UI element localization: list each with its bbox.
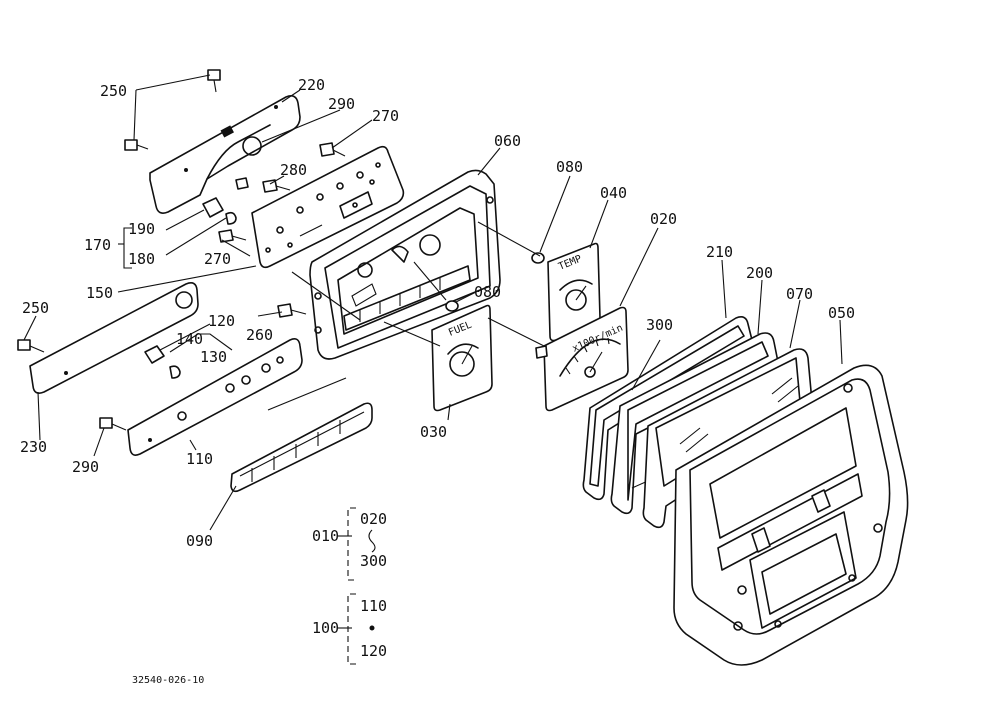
screw-280 xyxy=(262,179,291,193)
label-300: 300 xyxy=(646,316,673,334)
assembly-guides xyxy=(267,221,545,411)
part-labels: 250 220 290 270 060 080 040 020 210 200 … xyxy=(20,76,855,550)
label-100: 100 xyxy=(312,619,339,637)
screw-270-top xyxy=(319,142,346,157)
label-200: 200 xyxy=(746,264,773,282)
label-280: 280 xyxy=(280,161,307,179)
label-110-range: 110 xyxy=(360,597,387,615)
label-020-range: 020 xyxy=(360,510,387,528)
screw-290-mid xyxy=(235,177,249,190)
label-070: 070 xyxy=(786,285,813,303)
front-bezel-050 xyxy=(673,364,909,666)
label-120-range: 120 xyxy=(360,642,387,660)
label-120: 120 xyxy=(208,312,235,330)
label-090: 090 xyxy=(186,532,213,550)
screw-270-left xyxy=(218,229,247,243)
label-050: 050 xyxy=(828,304,855,322)
label-260: 260 xyxy=(246,326,273,344)
circuit-plate-150 xyxy=(251,145,405,269)
screw-250-left xyxy=(17,339,45,353)
fuel-gauge-030: FUEL xyxy=(431,304,493,412)
label-250-left: 250 xyxy=(22,299,49,317)
label-210: 210 xyxy=(706,243,733,261)
label-290-top: 290 xyxy=(328,95,355,113)
bulb-socket-190 xyxy=(202,197,237,225)
label-220: 220 xyxy=(298,76,325,94)
label-270-top: 270 xyxy=(372,107,399,125)
label-020: 020 xyxy=(650,210,677,228)
switch-panel-110 xyxy=(127,338,303,456)
label-030: 030 xyxy=(420,423,447,441)
screw-250-top xyxy=(124,69,221,151)
label-110: 110 xyxy=(186,450,213,468)
label-230: 230 xyxy=(20,438,47,456)
label-130: 130 xyxy=(200,348,227,366)
cover-plate-220 xyxy=(149,95,301,214)
label-060: 060 xyxy=(494,132,521,150)
label-190: 190 xyxy=(128,220,155,238)
screw-gauge xyxy=(535,345,548,359)
bulb-140-130 xyxy=(144,345,181,379)
label-170: 170 xyxy=(84,236,111,254)
label-300-range: 300 xyxy=(360,552,387,570)
label-150: 150 xyxy=(86,284,113,302)
drawing-number: 32540-026-10 xyxy=(132,675,204,686)
indicator-strip-090 xyxy=(230,402,373,493)
label-010: 010 xyxy=(312,527,339,545)
label-080-mid: 080 xyxy=(474,283,501,301)
screw-260 xyxy=(277,303,307,318)
temp-gauge-040: TEMP xyxy=(547,242,601,342)
label-250-top: 250 xyxy=(100,82,127,100)
label-140: 140 xyxy=(176,330,203,348)
washer-080 xyxy=(445,252,545,312)
label-290-left: 290 xyxy=(72,458,99,476)
leader-lines xyxy=(23,74,843,531)
screw-290-left xyxy=(99,417,127,431)
label-270-left: 270 xyxy=(204,250,231,268)
assembly-legend: 010 020 300 100 110 120 xyxy=(312,507,387,665)
tachometer-dial-020: x100r/min xyxy=(543,306,629,412)
label-180: 180 xyxy=(128,250,155,268)
panel-strip-230 xyxy=(29,282,199,394)
label-040: 040 xyxy=(600,184,627,202)
label-080-top: 080 xyxy=(556,158,583,176)
